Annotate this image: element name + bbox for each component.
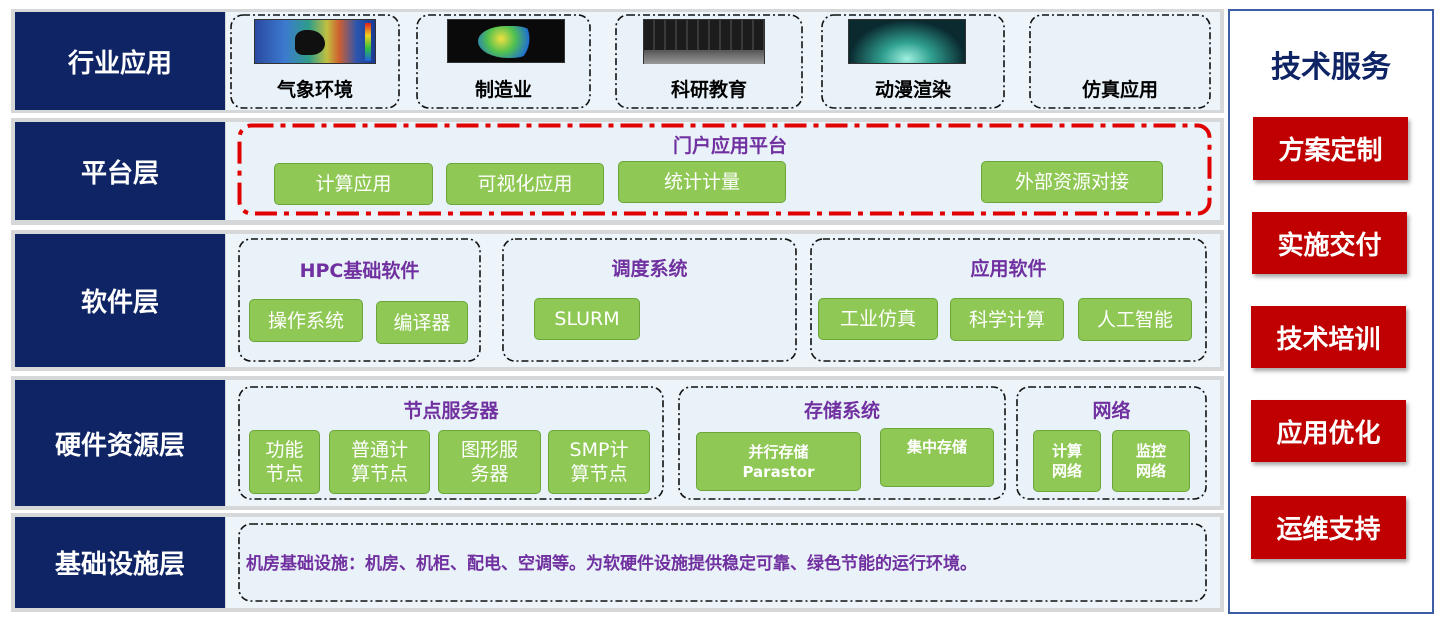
platform-item-external-resources[interactable]: 外部资源对接 bbox=[981, 161, 1163, 203]
hardware-item-central-storage[interactable]: 集中存储 bbox=[880, 428, 994, 487]
manufacturing-model-icon bbox=[447, 19, 565, 63]
group-title: 调度系统 bbox=[611, 258, 688, 280]
platform-item-compute-app[interactable]: 计算应用 bbox=[274, 163, 433, 205]
industry-item-label: 制造业 bbox=[474, 79, 532, 101]
infrastructure-box bbox=[238, 523, 1207, 602]
platform-layer-label: 平台层 bbox=[15, 122, 225, 220]
group-title: 网络 bbox=[1092, 400, 1131, 422]
hardware-item-graphics-server[interactable]: 图形服 务器 bbox=[438, 430, 541, 494]
service-solution-customization[interactable]: 方案定制 bbox=[1253, 117, 1408, 180]
industry-item-label: 科研教育 bbox=[670, 79, 747, 101]
group-title: HPC基础软件 bbox=[299, 260, 420, 282]
platform-item-statistics[interactable]: 统计计量 bbox=[618, 161, 786, 203]
server-racks-icon bbox=[643, 19, 765, 64]
group-title: 存储系统 bbox=[803, 400, 880, 422]
industry-item-manufacturing[interactable]: 制造业 bbox=[416, 14, 591, 109]
weather-map-icon bbox=[254, 19, 376, 64]
industry-layer-label: 行业应用 bbox=[15, 12, 225, 110]
software-layer-label: 软件层 bbox=[15, 234, 225, 367]
portal-platform-title: 门户应用平台 bbox=[672, 135, 787, 157]
group-title: 节点服务器 bbox=[403, 400, 499, 422]
industry-item-simulation[interactable]: 仿真应用 bbox=[1029, 14, 1211, 109]
industry-item-animation[interactable]: 动漫渲染 bbox=[821, 14, 1005, 109]
software-item-compiler[interactable]: 编译器 bbox=[376, 301, 468, 344]
hardware-item-smp-node[interactable]: SMP计 算节点 bbox=[548, 430, 650, 494]
industry-item-label: 气象环境 bbox=[276, 79, 353, 101]
software-item-slurm[interactable]: SLURM bbox=[534, 298, 640, 340]
industry-item-label: 仿真应用 bbox=[1081, 79, 1158, 101]
hardware-item-monitor-network[interactable]: 监控 网络 bbox=[1112, 430, 1190, 492]
software-item-ai[interactable]: 人工智能 bbox=[1078, 298, 1192, 341]
animation-render-icon bbox=[848, 19, 966, 64]
industry-item-weather[interactable]: 气象环境 bbox=[230, 14, 400, 109]
infrastructure-layer-label: 基础设施层 bbox=[15, 517, 225, 608]
hardware-item-compute-node[interactable]: 普通计 算节点 bbox=[329, 430, 430, 494]
hardware-item-compute-network[interactable]: 计算 网络 bbox=[1033, 430, 1101, 492]
platform-item-visualization-app[interactable]: 可视化应用 bbox=[446, 163, 604, 205]
industry-item-research[interactable]: 科研教育 bbox=[615, 14, 803, 109]
services-title: 技术服务 bbox=[1271, 50, 1391, 85]
service-operations-support[interactable]: 运维支持 bbox=[1251, 496, 1406, 559]
group-title: 应用软件 bbox=[970, 258, 1047, 280]
software-item-scientific-compute[interactable]: 科学计算 bbox=[950, 298, 1064, 341]
hardware-item-parallel-storage[interactable]: 并行存储 Parastor bbox=[696, 432, 861, 491]
service-technical-training[interactable]: 技术培训 bbox=[1251, 306, 1406, 368]
hardware-layer-label: 硬件资源层 bbox=[15, 380, 225, 506]
infrastructure-description: 机房基础设施：机房、机柜、配电、空调等。为软硬件设施提供稳定可靠、绿色节能的运行… bbox=[246, 554, 977, 574]
service-application-optimization[interactable]: 应用优化 bbox=[1251, 400, 1406, 462]
software-item-os[interactable]: 操作系统 bbox=[249, 299, 363, 342]
service-implementation-delivery[interactable]: 实施交付 bbox=[1252, 212, 1407, 274]
industry-item-label: 动漫渲染 bbox=[874, 79, 951, 101]
software-item-industrial-sim[interactable]: 工业仿真 bbox=[818, 298, 938, 340]
hardware-item-function-node[interactable]: 功能 节点 bbox=[249, 430, 320, 494]
